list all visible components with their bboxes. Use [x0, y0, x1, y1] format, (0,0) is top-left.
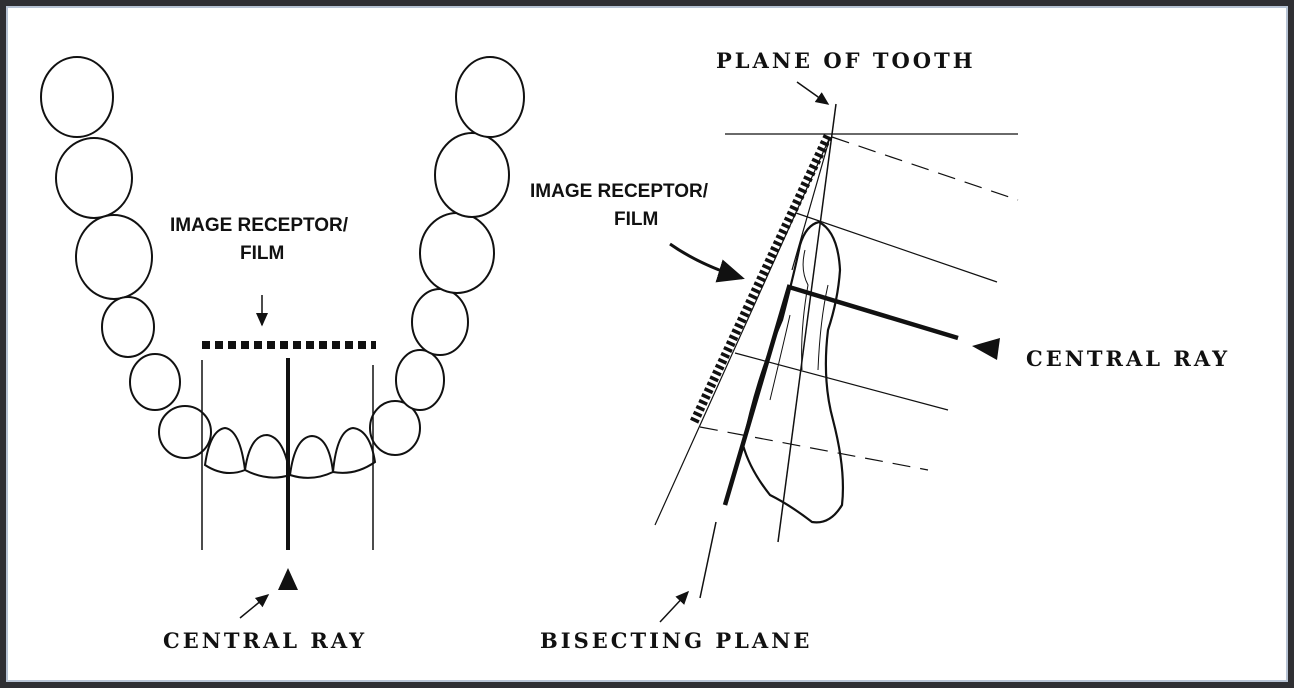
- right-receptor-label: IMAGE RECEPTOR/ FILM: [530, 178, 708, 234]
- tooth-plane-pointer: [796, 81, 830, 105]
- central-ray-beam: [722, 284, 959, 506]
- right-receptor-label-line1: IMAGE RECEPTOR/: [530, 181, 709, 202]
- plane-of-tooth-label: PLANE OF TOOTH: [716, 48, 976, 73]
- bisecting-plane-label: BISECTING PLANE: [540, 628, 813, 653]
- bisecting-plane-line: [654, 136, 831, 526]
- left-receptor-label-line2: FILM: [240, 243, 285, 264]
- dental-arch: [40, 56, 525, 479]
- ray-dashed-top: [831, 136, 1019, 201]
- right-central-ray-arrowhead: [972, 338, 1000, 360]
- frame-border: [6, 6, 1288, 682]
- bisecting-plane-pointer: [659, 590, 690, 623]
- right-central-ray-label: CENTRAL RAY: [1026, 346, 1231, 371]
- ray-dashed-bottom: [699, 426, 929, 471]
- right-receptor-label-line2: FILM: [614, 209, 659, 230]
- left-central-ray-label: CENTRAL RAY: [163, 628, 368, 653]
- plane-of-tooth-line: [777, 103, 837, 543]
- film-hatch: [688, 134, 833, 426]
- right-receptor-pointer: [669, 242, 745, 283]
- left-receptor-label: IMAGE RECEPTOR/ FILM: [170, 212, 348, 268]
- left-central-ray-arrowhead: [278, 568, 298, 590]
- tooth-root-canal: [769, 249, 829, 401]
- ray-line-3: [734, 352, 949, 411]
- teeth-incisors: [203, 426, 377, 479]
- bisecting-plane-dash: [699, 521, 717, 599]
- left-receptor-label-line1: IMAGE RECEPTOR/: [170, 215, 349, 236]
- teeth-left: [40, 56, 212, 459]
- left-central-ray-pointer: [239, 594, 270, 619]
- ray-line-2: [795, 212, 998, 283]
- teeth-right: [369, 56, 525, 456]
